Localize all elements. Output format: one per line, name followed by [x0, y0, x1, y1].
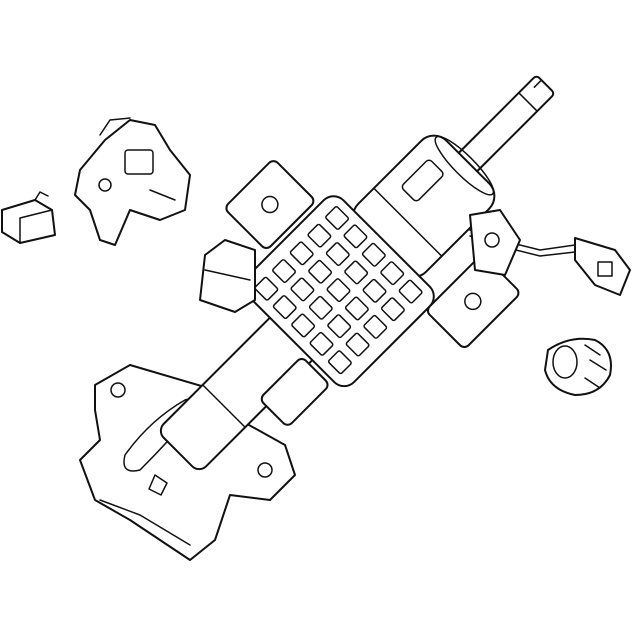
wiring-harness: [469, 209, 631, 296]
rib-slot: [326, 278, 351, 303]
rib-slot: [272, 295, 297, 320]
rib-slot: [325, 206, 350, 230]
rib-slot: [380, 297, 405, 322]
tilt-lever-block: [199, 239, 256, 313]
rib-slot: [254, 276, 279, 301]
lower-tube: [159, 313, 329, 471]
rib-slot: [291, 313, 316, 338]
rib-slot: [307, 223, 332, 248]
rib-slot: [398, 279, 423, 304]
rib-slot: [327, 314, 352, 339]
rib-slot: [380, 261, 405, 286]
rib-slot: [272, 259, 296, 283]
ribbed-adjuster: [242, 195, 435, 388]
rib-slot: [345, 332, 370, 357]
clamp-ring: [544, 337, 612, 396]
rib-slot: [344, 296, 369, 321]
rib-slot: [309, 331, 334, 356]
lock-housing: [74, 117, 191, 246]
rib-slot: [362, 278, 387, 303]
rib-slot: [308, 259, 333, 284]
rib-slot: [290, 277, 315, 302]
rib-slot: [325, 242, 350, 266]
switch-connector: [1, 191, 56, 244]
rib-slot: [308, 295, 333, 320]
rib-slot: [361, 242, 386, 267]
rib-slot: [289, 241, 314, 266]
upper-housing: [352, 134, 496, 278]
rib-slot: [363, 314, 388, 339]
side-bracket: [225, 160, 520, 349]
rib-slot: [343, 224, 368, 249]
rib-slot: [327, 350, 352, 375]
rib-slot: [344, 260, 369, 285]
